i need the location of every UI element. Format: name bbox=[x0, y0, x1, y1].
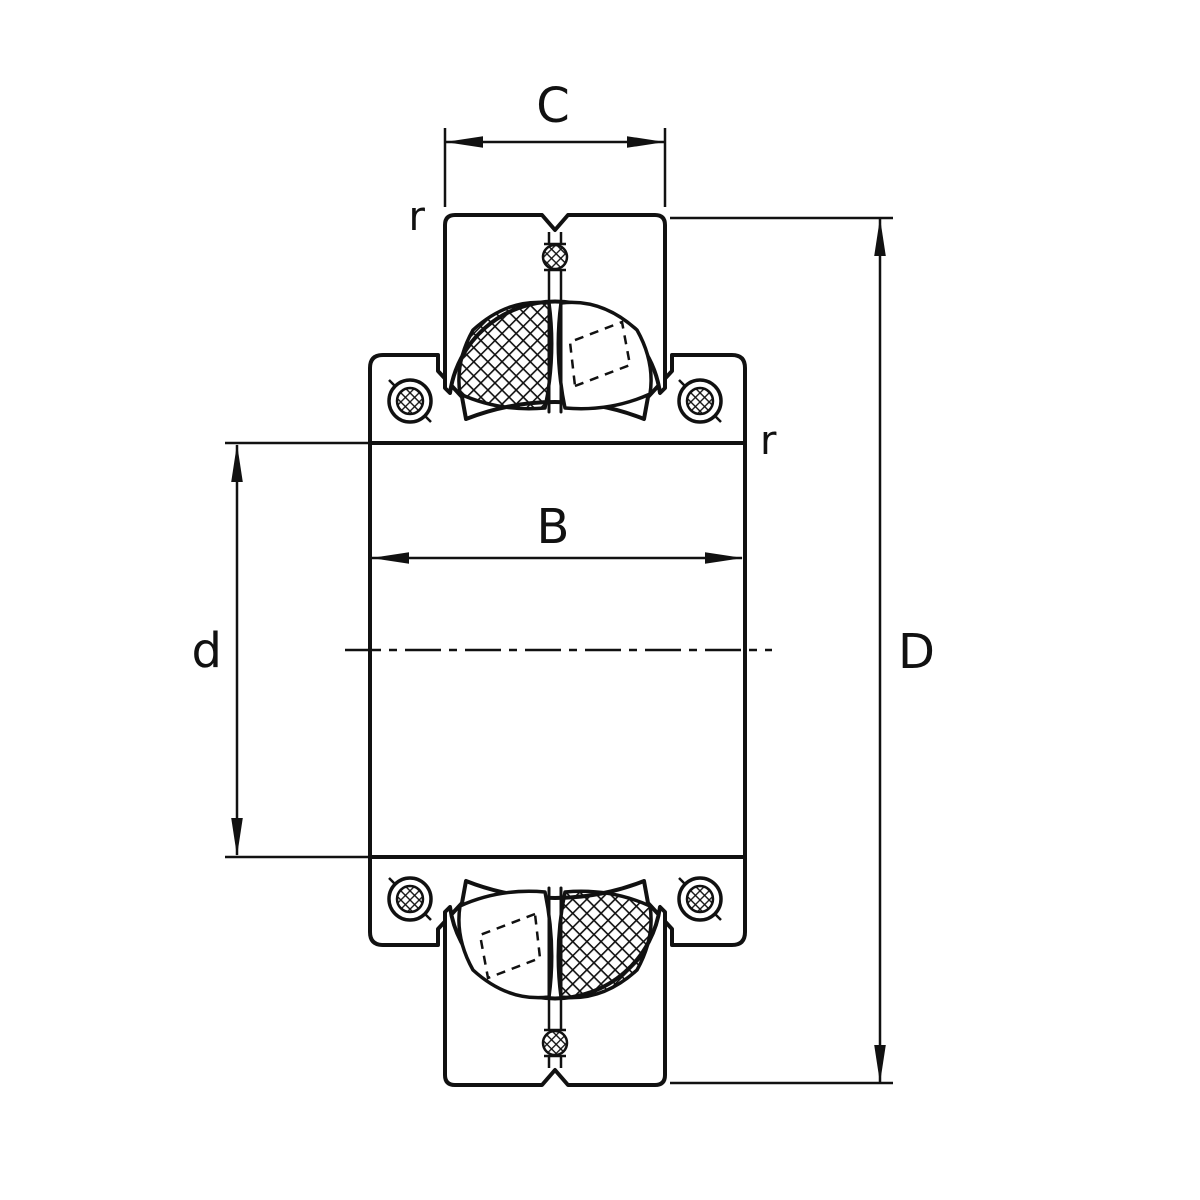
lube-hole-top bbox=[541, 232, 569, 300]
dim-label-B: B bbox=[537, 499, 570, 555]
dim-label-r-side: r bbox=[760, 418, 777, 464]
dimension-C: C bbox=[443, 78, 667, 207]
dimension-d: d bbox=[192, 444, 243, 856]
set-screw-top-right bbox=[677, 378, 723, 424]
dim-label-r-top: r bbox=[409, 194, 426, 240]
cage-guide-ring-top bbox=[547, 300, 563, 414]
dimension-D: D bbox=[670, 216, 935, 1085]
dimension-B: B bbox=[371, 499, 743, 564]
dim-label-C: C bbox=[536, 78, 570, 134]
lube-hole-bottom bbox=[541, 1000, 569, 1068]
grease-nipple-icon bbox=[541, 1029, 569, 1057]
set-screw-top-left bbox=[387, 378, 433, 424]
dim-label-d: d bbox=[192, 623, 222, 679]
cage-pocket-hidden-line bbox=[478, 912, 542, 980]
set-screw-bottom-right bbox=[677, 876, 723, 922]
dim-label-D: D bbox=[898, 624, 935, 680]
cage-guide-ring-bottom bbox=[547, 886, 563, 1000]
set-screw-bottom-left bbox=[387, 876, 433, 922]
grease-nipple-icon bbox=[541, 243, 569, 271]
cage-pocket-hidden-line bbox=[568, 320, 632, 388]
